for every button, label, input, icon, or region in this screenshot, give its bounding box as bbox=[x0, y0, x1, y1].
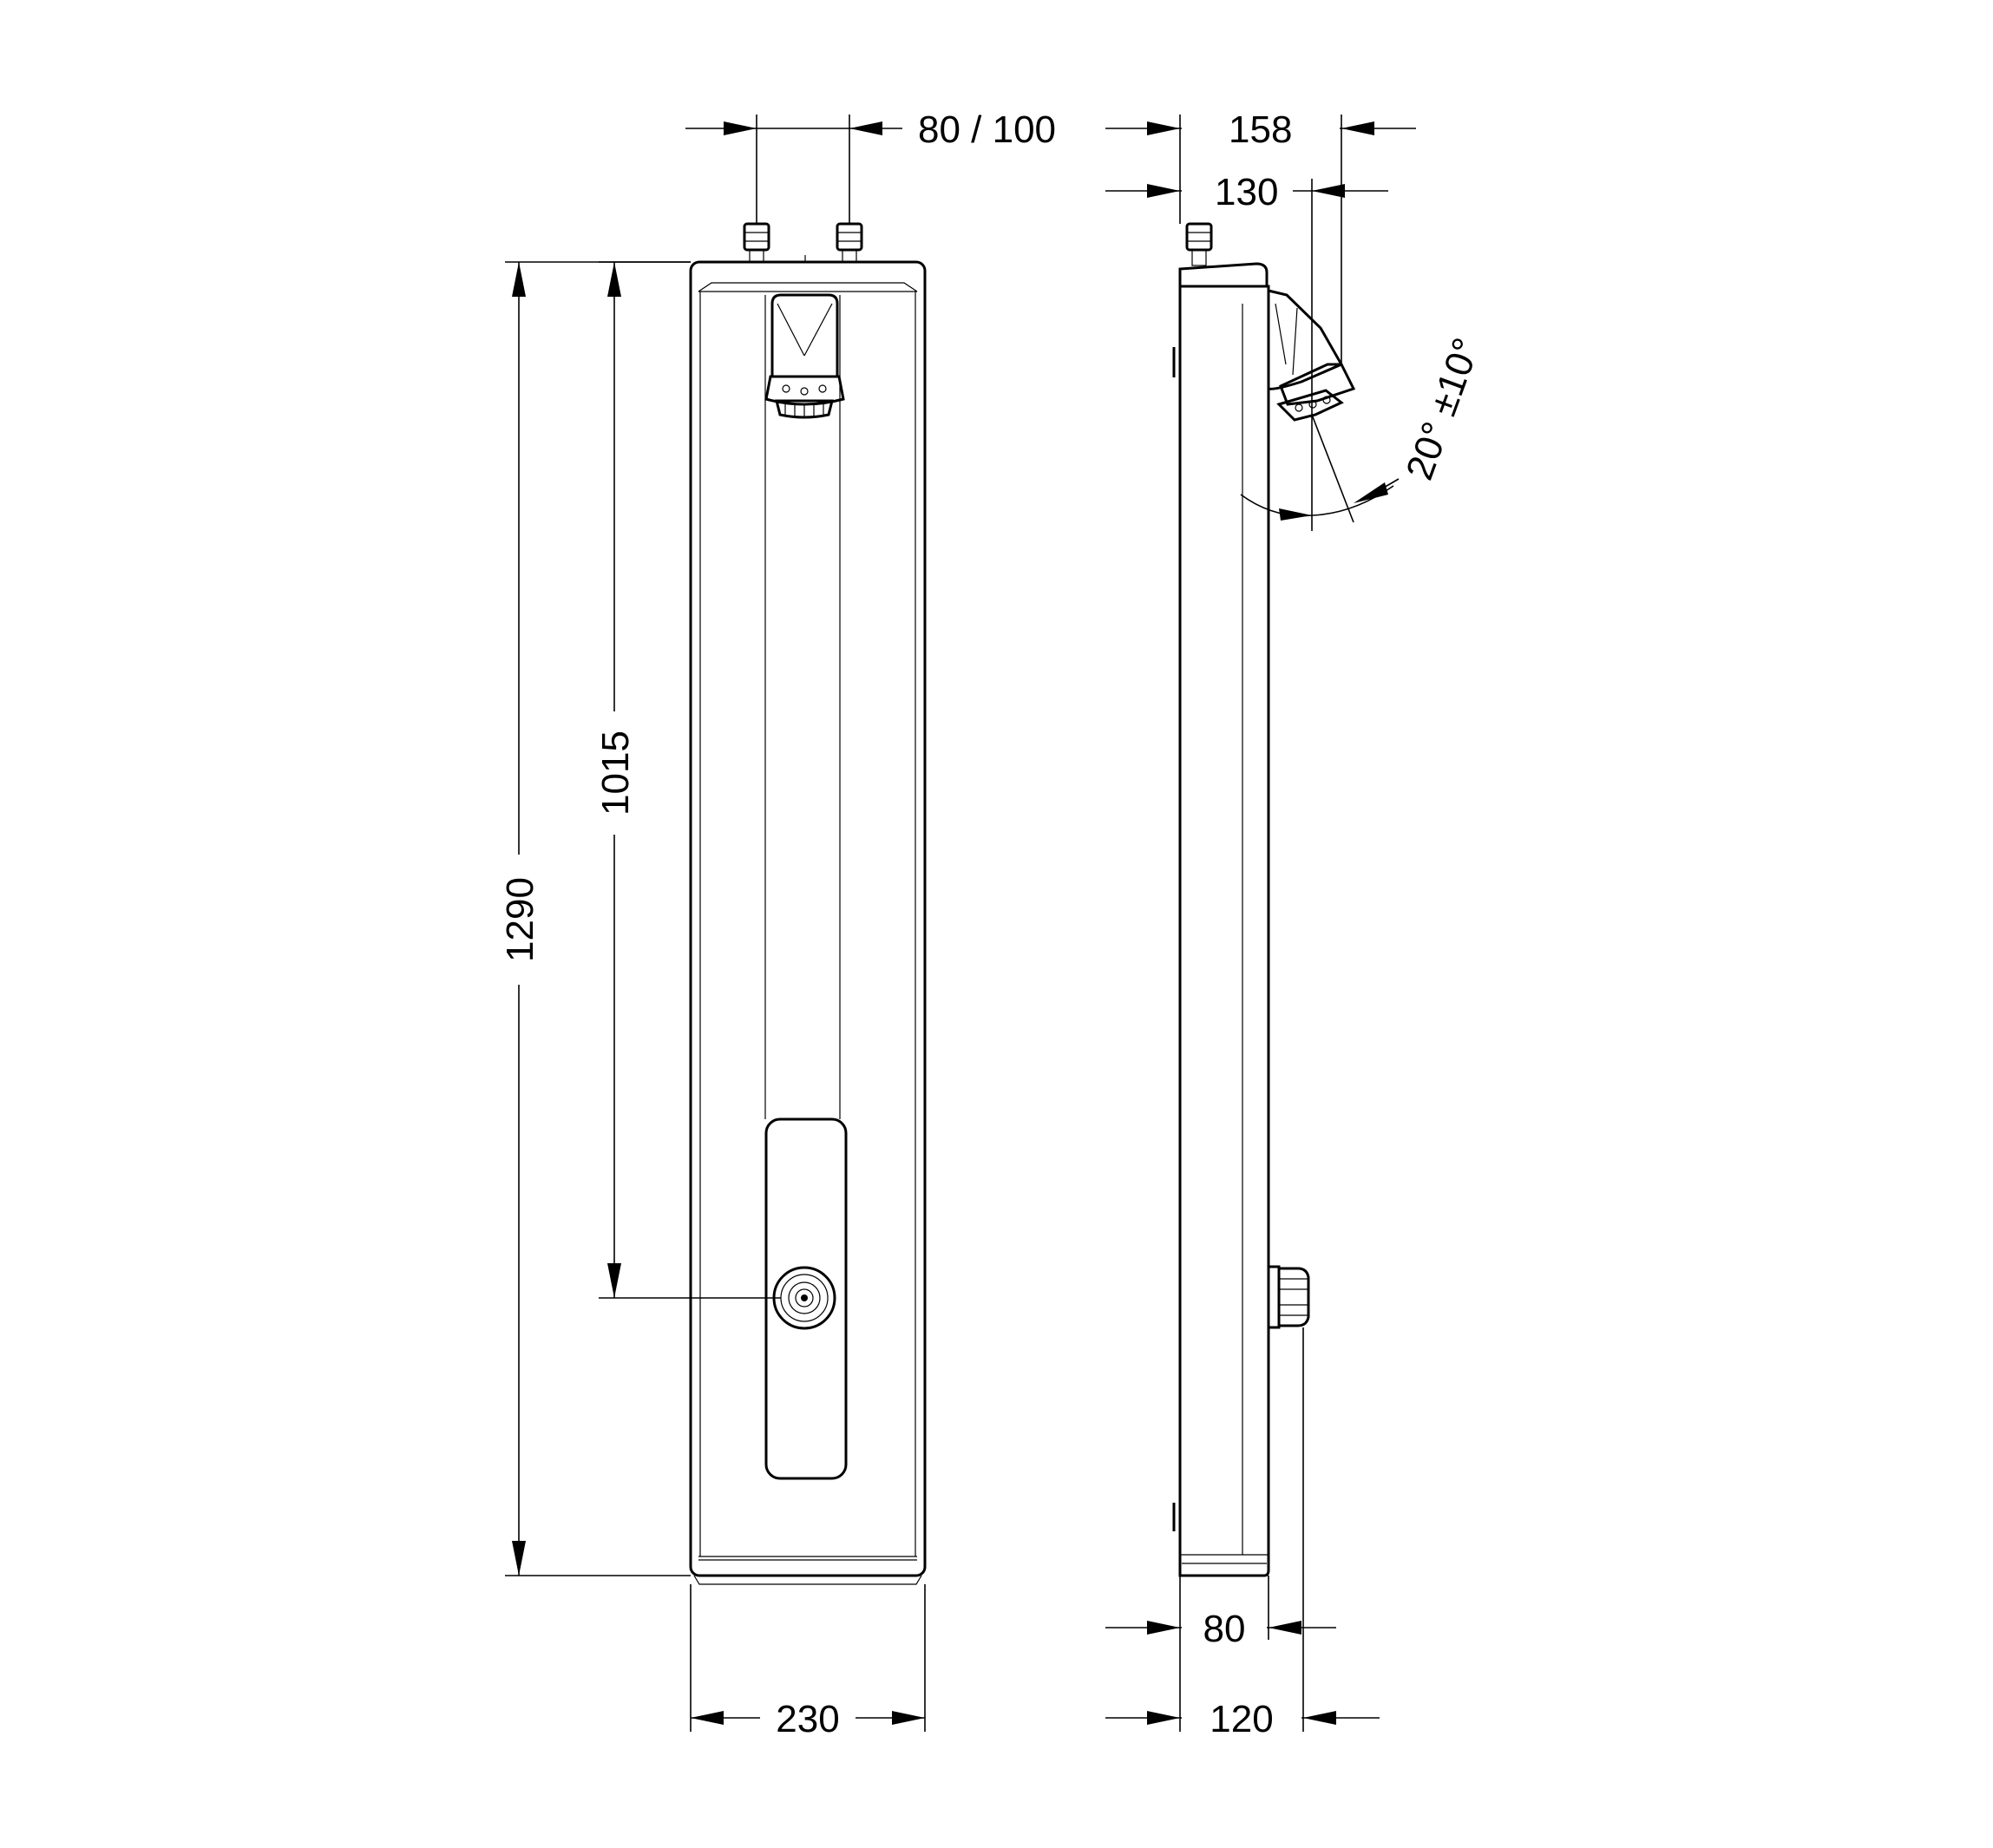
shower-head-front bbox=[764, 293, 845, 419]
dim-side-depth-head: 130 bbox=[1105, 171, 1388, 531]
inlet-fitting-left bbox=[743, 222, 770, 263]
dim-valve-height: 1015 bbox=[594, 261, 781, 1299]
dim-label-total-height: 1290 bbox=[499, 877, 541, 962]
push-button-icon bbox=[772, 1266, 836, 1330]
dim-label-head-angle: 20° ±10° bbox=[1398, 332, 1488, 485]
shower-head-side bbox=[1268, 289, 1356, 422]
front-view bbox=[689, 222, 927, 1585]
dim-label-valve-height: 1015 bbox=[594, 731, 637, 816]
inlet-fitting-right bbox=[836, 222, 863, 263]
dim-label-side-depth-valve: 80 bbox=[1203, 1608, 1246, 1650]
dim-label-inlet-spacing: 80 / 100 bbox=[918, 108, 1056, 151]
dim-head-angle: 20° ±10° bbox=[1240, 332, 1488, 523]
dim-inlet-spacing: 80 / 100 bbox=[685, 108, 1056, 224]
control-recess bbox=[764, 1117, 848, 1480]
valve-knob-side bbox=[1267, 1265, 1310, 1329]
front-panel-body bbox=[689, 260, 927, 1577]
side-view bbox=[1172, 222, 1356, 1577]
dim-side-depth-knob: 120 bbox=[1105, 1327, 1380, 1740]
inlet-fitting-side bbox=[1185, 222, 1213, 266]
dim-label-side-depth-knob: 120 bbox=[1210, 1698, 1273, 1740]
dim-total-height: 1290 bbox=[499, 261, 691, 1576]
side-panel-body bbox=[1178, 285, 1270, 1577]
dim-side-depth-total: 158 bbox=[1105, 108, 1416, 364]
dim-front-width: 230 bbox=[690, 1584, 926, 1740]
dim-label-side-depth-head: 130 bbox=[1215, 171, 1278, 213]
dim-label-side-depth-total: 158 bbox=[1229, 108, 1292, 151]
dim-side-depth-valve: 80 bbox=[1105, 1576, 1336, 1732]
dim-label-front-width: 230 bbox=[776, 1698, 839, 1740]
